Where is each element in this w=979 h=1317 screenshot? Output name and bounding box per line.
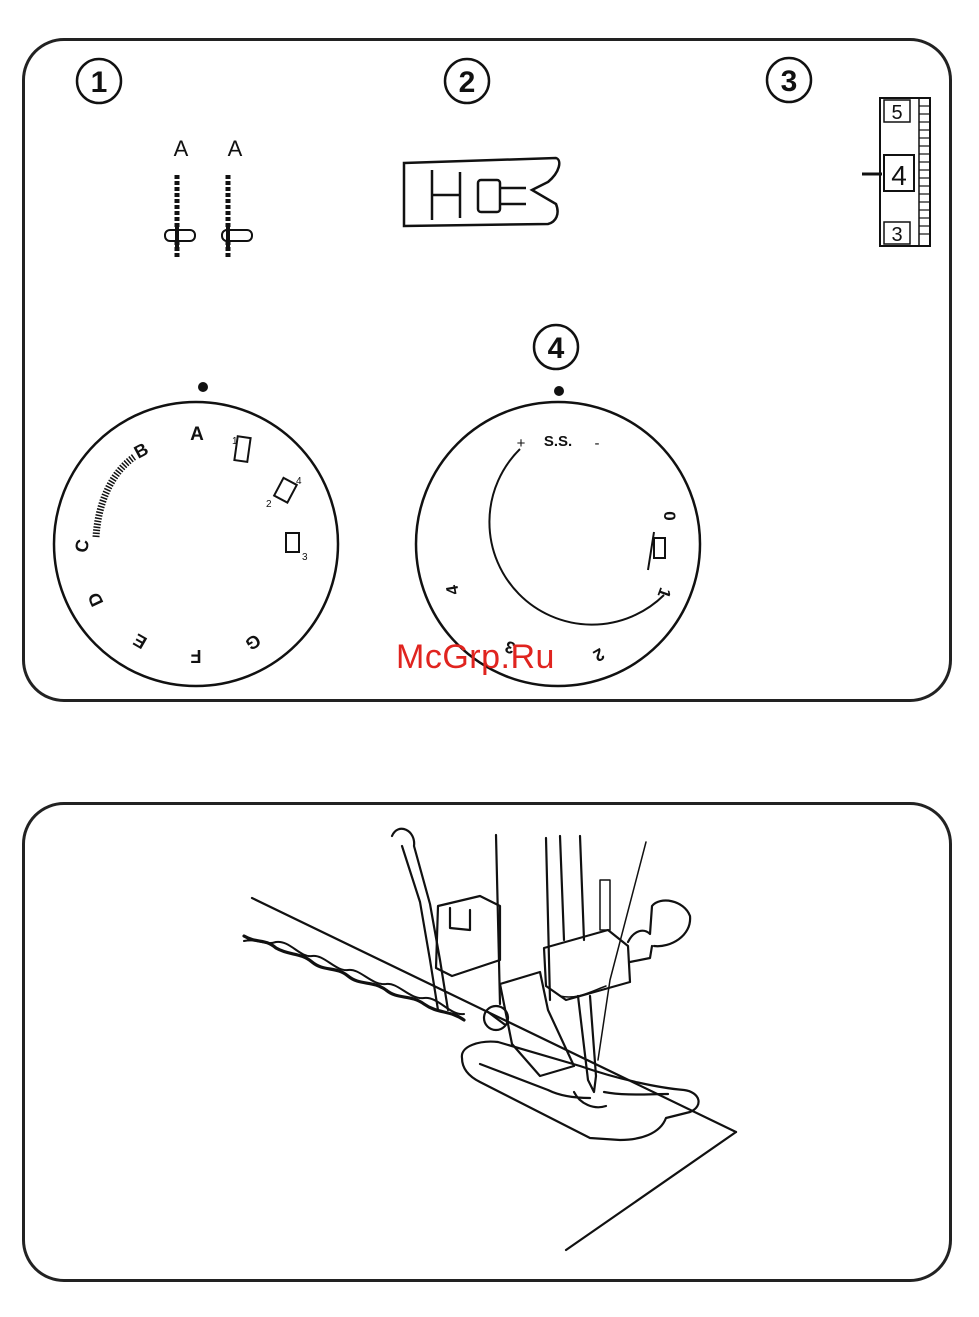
svg-text:2: 2 [459, 66, 476, 99]
svg-text:4: 4 [548, 332, 565, 365]
presser-foot-sewing-illustration [244, 829, 736, 1250]
svg-text:4: 4 [296, 476, 302, 487]
fabric-edge-top [252, 898, 736, 1132]
super-stretch-label: S.S. [544, 433, 572, 450]
presser-foot-icon [404, 158, 559, 226]
scale-label-3: 3 [891, 224, 902, 246]
stitch-label-right: A [228, 136, 243, 161]
stitch-label-left: A [174, 136, 189, 161]
stitch-line-twist [244, 940, 464, 1014]
length-dial-indicator-dot [554, 386, 564, 396]
stitch-length-scale: 5 4 3 [862, 98, 930, 246]
dial-letter-f: F [191, 646, 202, 666]
step-number-1: 1 [77, 59, 121, 103]
svg-text:3: 3 [781, 65, 798, 98]
scale-label-5: 5 [891, 102, 902, 124]
fabric-edge-corner [566, 1132, 736, 1250]
svg-text:1: 1 [91, 66, 108, 99]
svg-text:1: 1 [232, 436, 238, 447]
pattern-selector-dial: A B C D E F G 1 2 4 3 [54, 382, 338, 686]
stitch-illustration: A A [165, 136, 252, 258]
dial-indicator-dot [198, 382, 208, 392]
length-mark-0: 0 [660, 511, 679, 520]
watermark-text: McGrp.Ru [396, 638, 555, 677]
dial-letter-a: A [190, 424, 204, 445]
step-number-3: 3 [767, 58, 811, 102]
svg-text:2: 2 [266, 499, 272, 510]
minus-sign: - [595, 435, 600, 452]
step-number-2: 2 [445, 59, 489, 103]
scale-label-4: 4 [891, 160, 907, 191]
step-number-4: 4 [534, 325, 578, 369]
stitch-line [244, 936, 464, 1020]
plus-sign: + [517, 435, 526, 452]
svg-text:3: 3 [302, 552, 308, 563]
